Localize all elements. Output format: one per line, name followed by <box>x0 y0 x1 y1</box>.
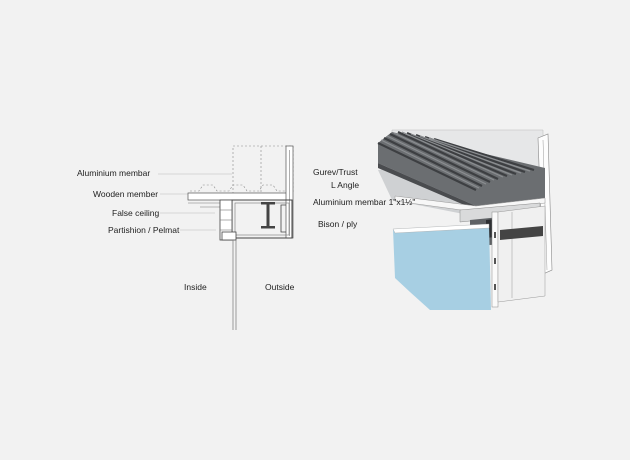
label-inside: Inside <box>184 282 207 292</box>
i-beam-web <box>266 204 270 226</box>
false-ceiling-slab <box>394 195 546 213</box>
corrugated-sheet-profile <box>190 184 288 192</box>
label-partition-pelmat: Partishion / Pelmat <box>108 225 180 235</box>
l-angle <box>280 204 286 233</box>
i-beam-bottom-flange <box>261 226 275 229</box>
label-outside: Outside <box>265 282 295 292</box>
corrugated-roof-sheet <box>377 131 545 210</box>
label-gurev-trust: Gurev/Trust <box>313 167 358 177</box>
bison-ply-board <box>393 224 491 310</box>
label-bison-ply: Bison / ply <box>318 219 358 229</box>
label-l-angle: L Angle <box>331 180 359 190</box>
label-wooden-member: Wooden member <box>93 189 158 199</box>
fascia-edge <box>542 139 548 271</box>
aluminium-member-base <box>221 231 237 241</box>
label-aluminium-membar: Aluminium membar <box>77 168 150 178</box>
label-false-ceiling: False ceiling <box>112 208 160 218</box>
label-aluminium-member-size: Aluminium membar 1"x1½" <box>313 197 415 207</box>
i-beam-top-flange <box>261 202 275 205</box>
board-top-edge <box>392 223 490 234</box>
